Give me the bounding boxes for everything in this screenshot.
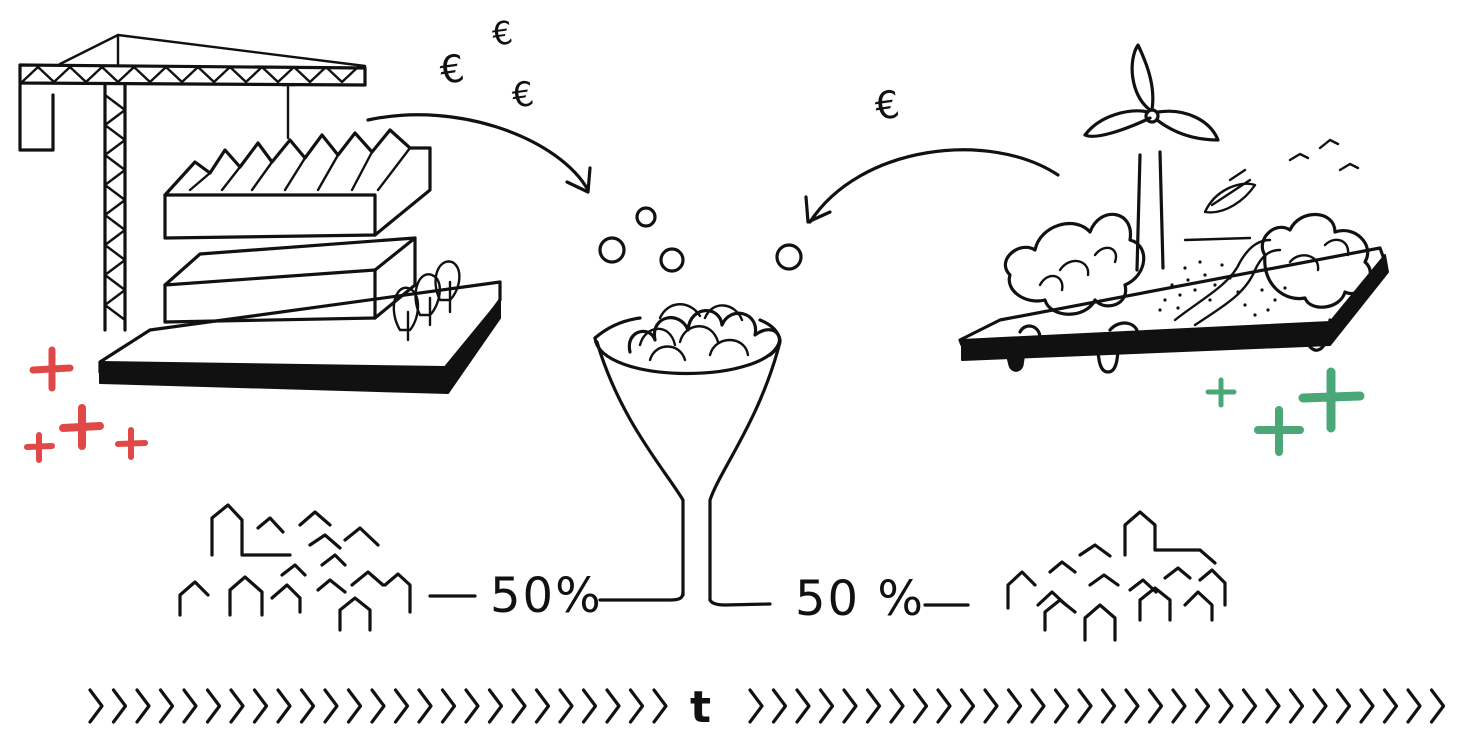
chevron-icon — [607, 690, 619, 722]
percent-right-label: 50 % — [795, 571, 925, 627]
chevron-icon — [490, 690, 502, 722]
chevron-icon — [774, 690, 786, 722]
chevron-icon — [1009, 690, 1021, 722]
chevron-icon — [302, 690, 314, 722]
chevron-icon — [1267, 690, 1279, 722]
chevron-icon — [962, 690, 974, 722]
chevron-icon — [1314, 690, 1326, 722]
red-plus-icon — [63, 408, 100, 446]
time-axis-right — [750, 690, 1444, 722]
red-plus-icon — [118, 430, 145, 457]
chevron-icon — [325, 690, 337, 722]
chevron-icon — [1150, 690, 1162, 722]
chevron-icon — [1173, 690, 1185, 722]
arrow-right-to-funnel — [806, 150, 1058, 222]
chevron-icon — [584, 690, 596, 722]
percent-left: 50% — [430, 568, 603, 624]
green-plus-icon — [1258, 410, 1300, 452]
chevron-icon — [797, 690, 809, 722]
chevron-icon — [985, 690, 997, 722]
chevron-icon — [443, 690, 455, 722]
chevron-icon — [750, 690, 762, 722]
percent-right: 50 % — [795, 571, 968, 627]
chevron-icon — [1197, 690, 1209, 722]
red-plus-icon — [27, 435, 52, 460]
crane-icon — [20, 35, 365, 330]
chevron-icon — [372, 690, 384, 722]
chevron-icon — [560, 690, 572, 722]
euro-icon: € — [490, 13, 515, 53]
chevron-icon — [114, 690, 126, 722]
euro-icon: € — [509, 74, 536, 117]
chevron-icon — [891, 690, 903, 722]
time-axis-left — [90, 690, 666, 722]
chevron-icon — [1338, 690, 1350, 722]
chevron-icon — [208, 690, 220, 722]
chevron-icon — [537, 690, 549, 722]
chevron-icon — [349, 690, 361, 722]
chevron-icon — [1032, 690, 1044, 722]
arrow-left-to-funnel — [368, 115, 590, 192]
euro-icon: € — [872, 82, 902, 129]
chevron-icon — [466, 690, 478, 722]
euro-icon: € — [437, 46, 467, 93]
percent-left-label: 50% — [490, 568, 603, 624]
chevron-icon — [1408, 690, 1420, 722]
green-plus-icon — [1208, 380, 1234, 405]
chevron-icon — [868, 690, 880, 722]
chevron-icon — [419, 690, 431, 722]
chevron-icon — [278, 690, 290, 722]
chevron-icon — [631, 690, 643, 722]
chevron-icon — [396, 690, 408, 722]
chevron-icon — [1126, 690, 1138, 722]
chevron-icon — [844, 690, 856, 722]
chevron-icon — [231, 690, 243, 722]
chevron-icon — [90, 690, 102, 722]
chevron-icon — [1103, 690, 1115, 722]
chevron-icon — [1220, 690, 1232, 722]
chevron-icon — [1432, 690, 1444, 722]
funnel-icon — [595, 208, 801, 605]
green-plus-icon — [1303, 372, 1360, 428]
chevron-icon — [1361, 690, 1373, 722]
chevron-icon — [1079, 690, 1091, 722]
factory-icon — [100, 130, 500, 393]
chevron-icon — [184, 690, 196, 722]
euro-symbols-left: € € € — [437, 13, 537, 116]
chevron-icon — [161, 690, 173, 722]
chevron-icon — [1385, 690, 1397, 722]
chevron-icon — [1056, 690, 1068, 722]
chevron-icon — [938, 690, 950, 722]
chevron-icon — [1291, 690, 1303, 722]
chevron-icon — [654, 690, 666, 722]
red-plus-icon — [33, 350, 70, 388]
village-left-icon — [180, 505, 410, 630]
time-axis-label: t — [690, 682, 711, 733]
chevron-icon — [915, 690, 927, 722]
chevron-icon — [821, 690, 833, 722]
village-right-icon — [1008, 512, 1225, 640]
positive-impact-plus-icons — [1208, 372, 1360, 452]
chevron-icon — [513, 690, 525, 722]
nature-scene-icon — [960, 45, 1388, 372]
chevron-icon — [1244, 690, 1256, 722]
chevron-icon — [137, 690, 149, 722]
chevron-icon — [255, 690, 267, 722]
